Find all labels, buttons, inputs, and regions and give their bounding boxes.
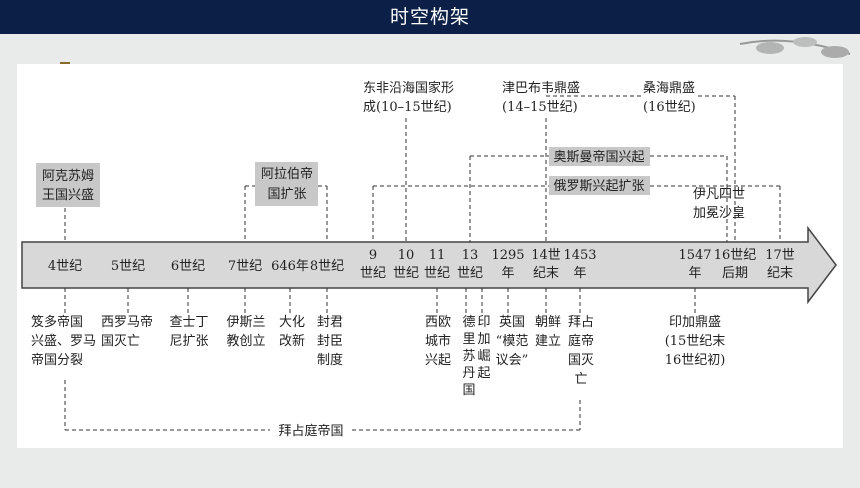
event-guptas: 笈多帝国兴盛、罗马帝国分裂: [31, 314, 96, 368]
event-feudal: 封君封臣制度: [317, 315, 343, 368]
event-joseon: 朝鲜建立: [535, 315, 561, 349]
event-inca-rise: 印加崛起: [477, 315, 490, 381]
tick-label-14c_end: 14世纪末: [531, 248, 561, 281]
event-taika: 大化改新: [279, 315, 305, 349]
span-byzantine: 拜占庭帝国: [278, 423, 343, 439]
event-western-rome: 西罗马帝国灭亡: [101, 314, 153, 349]
event-ottoman: 奥斯曼帝国兴起: [553, 149, 644, 165]
event-zimbabwe: 津巴布韦鼎盛(14–15世纪): [502, 81, 580, 115]
tick-label-8c: 8世纪: [310, 259, 344, 274]
event-west-europe-cities: 西欧城市兴起: [425, 315, 451, 368]
event-east-africa: 东非沿海国家形成(10–15世纪): [363, 80, 454, 115]
event-arab: 阿拉伯帝国扩张: [261, 166, 313, 202]
ink-branch-decoration: [739, 37, 851, 58]
event-ivan: 伊凡四世加冕沙皇: [693, 187, 745, 221]
tick-label-7c: 7世纪: [228, 259, 262, 274]
event-justinian: 查士丁尼扩张: [169, 315, 208, 349]
event-aksum: 阿克苏姆王国兴盛: [42, 168, 94, 203]
byzantine-span-label-bg: [272, 421, 350, 439]
header-bar: 时空构架: [0, 0, 860, 34]
page-title: 时空构架: [389, 6, 470, 28]
ottoman-box: [549, 147, 650, 166]
tick-label-16c_late: 16世纪后期: [714, 248, 757, 281]
aksum-box: [36, 163, 100, 207]
event-islam: 伊斯兰教创立: [226, 315, 265, 349]
tick-label-4c: 4世纪: [48, 259, 82, 274]
event-songhai: 桑海鼎盛(16世纪): [643, 81, 696, 115]
event-parliament: 英国“模范议会”: [496, 315, 529, 368]
event-delhi: 德里苏丹国: [462, 315, 475, 398]
arab-box: [255, 162, 318, 206]
timeline-arrow: [21, 225, 837, 305]
event-byzantine-fall: 拜占庭帝国灭亡: [568, 315, 594, 387]
russia-box: [549, 176, 650, 195]
tick-label-17c_end: 17世纪末: [765, 248, 795, 281]
tick-label-6c: 6世纪: [171, 259, 205, 274]
tick-label-646: 646年: [271, 259, 309, 274]
tick-label-5c: 5世纪: [111, 259, 145, 274]
event-russia: 俄罗斯兴起扩张: [553, 179, 644, 194]
